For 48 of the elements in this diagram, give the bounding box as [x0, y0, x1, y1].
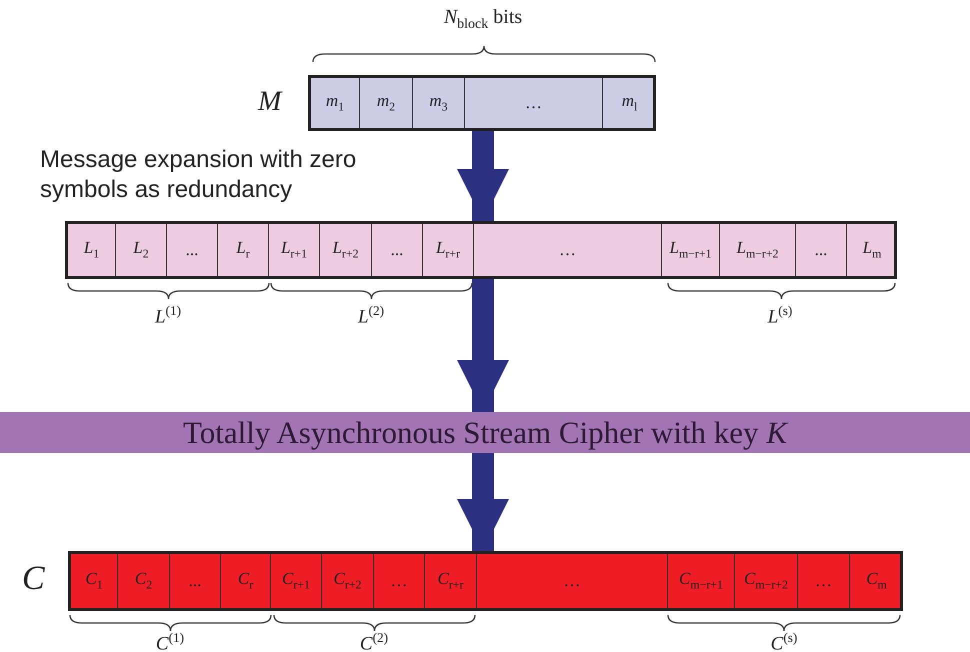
ciphertext-cell: C$_{1}$: [71, 554, 118, 608]
expanded-block-bar: [65, 221, 897, 279]
ciphertext-cell: C$_{r+r}$: [425, 554, 477, 608]
ciphertext-cell: C$_{r+1}$: [271, 554, 322, 608]
brace-label: L$^{(s)}$: [768, 303, 792, 328]
ciphertext-cell: C$_{m−r+2}$: [735, 554, 798, 608]
ciphertext-cell: C$_{m}$: [850, 554, 903, 608]
message-cell: …: [465, 78, 603, 128]
ciphertext-cell: …: [374, 554, 425, 608]
symbol-cell: L$_{m}$: [847, 224, 897, 276]
ciphertext-cell: …: [798, 554, 850, 608]
ciphertext-block-bar: [68, 551, 903, 611]
symbol-cell: ...: [167, 224, 218, 276]
brace-label: C$^{(1)}$: [156, 630, 184, 652]
arrow: [457, 279, 509, 412]
brace-label: L$^{(2)}$: [358, 303, 384, 328]
symbol-cell: L$_{2}$: [116, 224, 167, 276]
symbol-cell: …: [474, 224, 662, 276]
symbol-cell: L$_{m−r+1}$: [662, 224, 720, 276]
message-cell: m$_{l}$: [603, 78, 656, 128]
ciphertext-cell: C$_{r}$: [221, 554, 271, 608]
message-cell: m$_{1}$: [311, 78, 360, 128]
brace-label: C$^{(2)}$: [360, 630, 388, 652]
symbol-cell: ...: [796, 224, 847, 276]
symbol-cell: L$_{1}$: [68, 224, 116, 276]
brace-label: C$^{(s)}$: [770, 630, 798, 652]
row-label: C: [22, 560, 45, 598]
cipher-band: Totally Asynchronous Stream Cipher with key K: [0, 412, 970, 453]
ciphertext-cell: C$_{m−r+1}$: [668, 554, 735, 608]
symbol-cell: ...: [372, 224, 423, 276]
symbol-cell: L$_{r+r}$: [423, 224, 474, 276]
symbol-cell: L$_{r+1}$: [269, 224, 320, 276]
message-block-bar: [308, 75, 656, 131]
message-cell: m$_{2}$: [360, 78, 413, 128]
symbol-cell: L$_{m−r+2}$: [720, 224, 796, 276]
ciphertext-cell: C$_{2}$: [118, 554, 170, 608]
brace-label: L$^{(1)}$: [154, 303, 182, 328]
ciphertext-cell: ...: [170, 554, 221, 608]
arrow: [457, 131, 509, 221]
row-label: M: [258, 86, 282, 118]
symbol-cell: L$_{r}$: [218, 224, 269, 276]
symbol-cell: L$_{r+2}$: [320, 224, 372, 276]
note-text: Message expansion with zero symbols as redundancy: [40, 145, 358, 205]
ciphertext-cell: C$_{r+2}$: [322, 554, 374, 608]
ciphertext-cell: …: [477, 554, 668, 608]
brace-label: N$_{block}$ bits: [444, 6, 522, 33]
arrow: [457, 453, 509, 551]
message-cell: m$_{3}$: [413, 78, 465, 128]
